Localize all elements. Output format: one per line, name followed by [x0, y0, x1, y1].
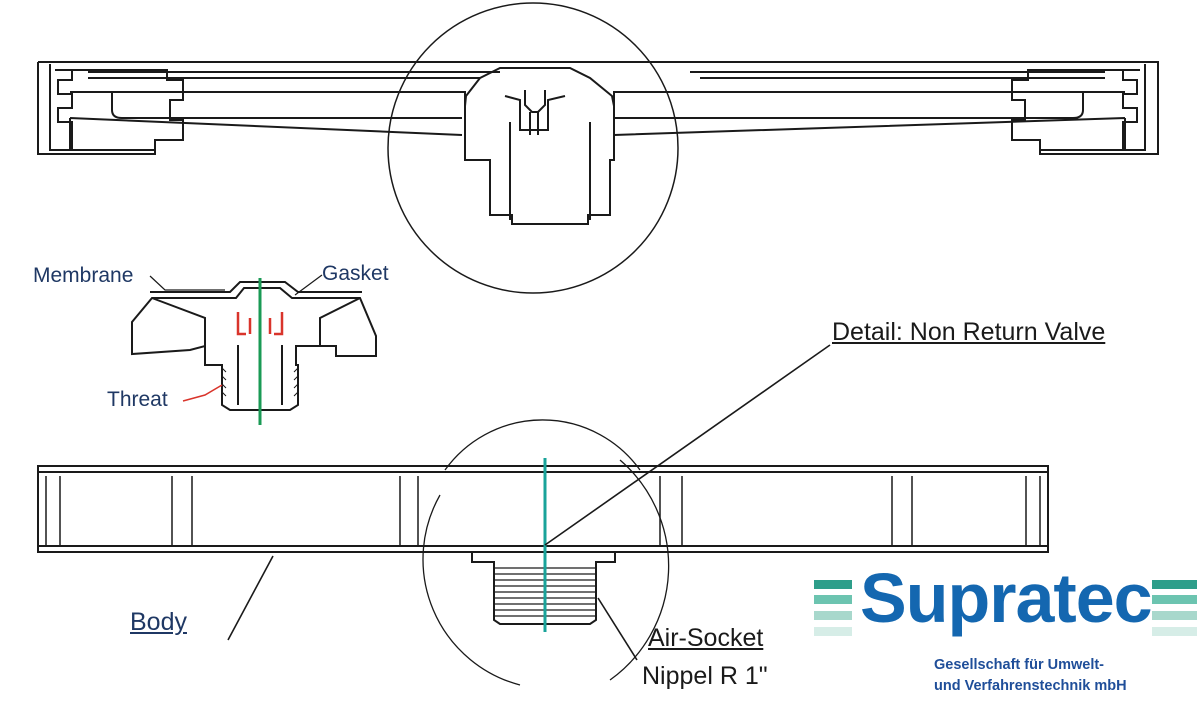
body-label: Body [130, 608, 187, 636]
top-cross-section [37, 2, 1159, 294]
detail-label: Detail: Non Return Valve [832, 318, 1106, 346]
supratec-logo: Supratec Gesellschaft für Umwelt- und Ve… [812, 559, 1197, 706]
body-outline [37, 465, 1049, 553]
logo-tagline-1: Gesellschaft für Umwelt- [934, 657, 1105, 673]
gasket-label: Gasket [322, 262, 389, 285]
top-right-rim [1040, 64, 1146, 151]
detail-leader [544, 344, 831, 546]
body-ribs [45, 476, 1041, 546]
detail-body [131, 287, 377, 411]
top-left-rim [49, 64, 155, 151]
top-hub [464, 67, 615, 225]
body-detail-arc-right [609, 459, 670, 681]
top-valve [504, 90, 566, 135]
logo-tagline-2: und Verfahrenstechnik mbH [934, 678, 1127, 694]
bottom-body-view [37, 344, 1049, 686]
threat-label: Threat [107, 388, 168, 411]
nippel-label: Nippel R 1" [642, 662, 768, 690]
top-section-outline [37, 61, 1159, 155]
body-leader [227, 555, 274, 641]
detail-membrane [150, 281, 362, 293]
membrane-label: Membrane [33, 264, 134, 287]
top-membrane [88, 71, 1105, 79]
air-socket-leader [597, 597, 638, 661]
air-socket-label: Air-Socket [648, 624, 764, 652]
detail-view [131, 274, 377, 425]
logo-stripes [814, 580, 1197, 636]
body-detail-arc-left [422, 494, 521, 686]
membrane-leader [149, 275, 225, 291]
top-detail-circle [387, 2, 679, 294]
threat-leader [182, 384, 223, 402]
detail-thread [221, 367, 299, 397]
logo-wordmark: Supratec [860, 559, 1153, 637]
detail-gasket [236, 312, 284, 336]
body-detail-arc-outer [444, 419, 641, 471]
detail-inner [151, 297, 361, 405]
top-left-plate [69, 91, 466, 150]
gasket-leader [294, 274, 323, 296]
top-right-plate [613, 91, 1126, 150]
